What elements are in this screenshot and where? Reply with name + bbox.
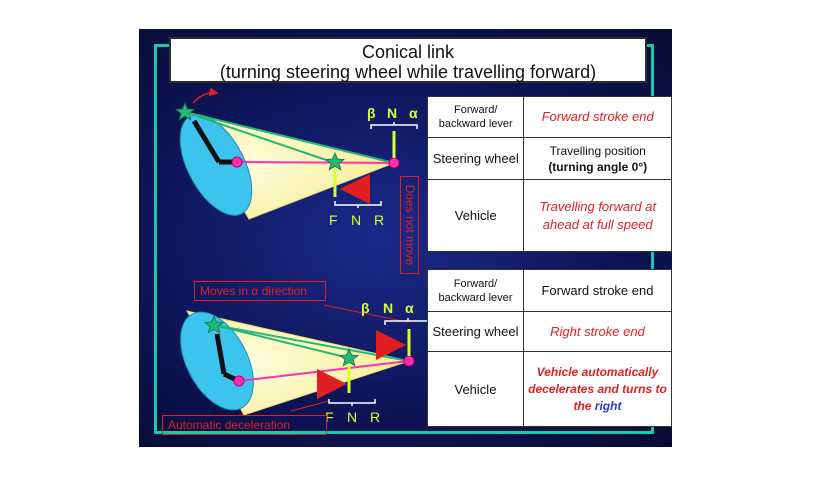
top-scale-lower <box>334 201 382 208</box>
top-link-star-rod <box>184 111 336 164</box>
bottom-steering-value: Right stroke end <box>522 311 672 352</box>
bottom-vehicle-value: Vehicle automatically decelerates and tu… <box>522 351 672 427</box>
top-star-icon-2 <box>324 151 346 171</box>
bottom-row-steering: Steering wheel Right stroke end <box>427 311 672 352</box>
bottom-cone-group: β N α F N R <box>180 300 432 425</box>
bottom-vehicle-value-accent: right <box>594 398 622 413</box>
bottom-pivot-right <box>403 355 415 367</box>
top-scale-upper <box>370 122 418 129</box>
bottom-label-r: R <box>370 409 380 425</box>
top-row-lever: Forward/ backward lever Forward stroke e… <box>426 96 672 138</box>
top-status-table: Forward/ backward lever Forward stroke e… <box>426 96 672 252</box>
bottom-scale-lower <box>328 399 376 406</box>
top-row-vehicle: Vehicle Travelling forward at ahead at f… <box>426 179 672 252</box>
top-label-alpha: α <box>409 105 418 121</box>
bottom-label-f: F <box>325 409 334 425</box>
bottom-vehicle-label: Vehicle <box>427 351 524 427</box>
conical-link-diagram: β N α F N R β <box>174 87 432 425</box>
top-pivot-left <box>231 156 243 168</box>
bottom-cone-base <box>180 311 254 411</box>
top-vehicle-value: Travelling forward at ahead at full spee… <box>523 179 672 252</box>
callout-automatic-deceleration: Automatic deceleration <box>162 415 327 435</box>
bottom-row-vehicle: Vehicle Vehicle automatically decelerate… <box>427 351 672 427</box>
bottom-steering-label: Steering wheel <box>427 311 524 352</box>
top-label-r: R <box>374 212 384 228</box>
bottom-pointer-line-direction <box>323 304 408 323</box>
callout-moves-alpha-text: Moves in α direction <box>200 284 307 298</box>
top-steering-value: Travelling position (turning angle 0°) <box>523 137 672 180</box>
top-row-steering: Steering wheel Travelling position (turn… <box>426 137 672 180</box>
top-swing-arc <box>192 87 219 104</box>
bottom-lever-value: Forward stroke end <box>522 269 672 312</box>
top-label-f: F <box>329 212 338 228</box>
callout-does-not-move-text: Does not move <box>402 184 417 266</box>
top-label-n-upper: N <box>387 105 397 121</box>
bottom-pivot-left <box>233 375 245 387</box>
top-lever-label: Forward/ backward lever <box>426 96 525 138</box>
bottom-vehicle-value-main: Vehicle automatically decelerates and tu… <box>528 364 667 413</box>
top-vehicle-label: Vehicle <box>426 179 525 252</box>
top-label-beta: β <box>367 105 376 121</box>
bottom-label-n-lower: N <box>347 409 357 425</box>
callout-does-not-move: Does not move <box>400 176 419 274</box>
bottom-label-alpha: α <box>405 300 414 316</box>
bottom-star-icon-2 <box>338 347 360 367</box>
top-steering-value-line1: Travelling position <box>549 143 646 158</box>
top-arm <box>191 119 222 164</box>
top-steering-value-line2: (turning angle 0°) <box>548 159 648 174</box>
top-lever-value: Forward stroke end <box>523 96 672 138</box>
callout-automatic-deceleration-text: Automatic deceleration <box>168 418 291 432</box>
bottom-lever-label: Forward/ backward lever <box>427 269 524 312</box>
title-box: Conical link (turning steering wheel whi… <box>169 37 647 83</box>
callout-moves-alpha: Moves in α direction <box>194 281 326 301</box>
bottom-status-table: Forward/ backward lever Forward stroke e… <box>427 269 672 427</box>
bottom-pointer-line-decel <box>290 400 330 412</box>
bottom-label-beta: β <box>361 300 370 316</box>
top-link-upper <box>184 111 395 164</box>
top-star-icon <box>174 101 196 121</box>
top-label-n-lower: N <box>351 212 361 228</box>
title-line1: Conical link <box>361 42 455 62</box>
bottom-label-n-upper: N <box>383 300 393 316</box>
title-line2: (turning steering wheel while travelling… <box>219 62 597 82</box>
bottom-row-lever: Forward/ backward lever Forward stroke e… <box>427 269 672 312</box>
bottom-star-icon <box>203 314 225 334</box>
bottom-link-star-rod <box>213 324 350 359</box>
top-pivot-right <box>388 157 400 169</box>
top-link-center <box>236 161 395 164</box>
slide: Conical link (turning steering wheel whi… <box>139 29 672 447</box>
bottom-arm <box>214 333 227 375</box>
top-cone-group: β N α F N R <box>174 87 418 228</box>
top-steering-label: Steering wheel <box>426 137 525 180</box>
